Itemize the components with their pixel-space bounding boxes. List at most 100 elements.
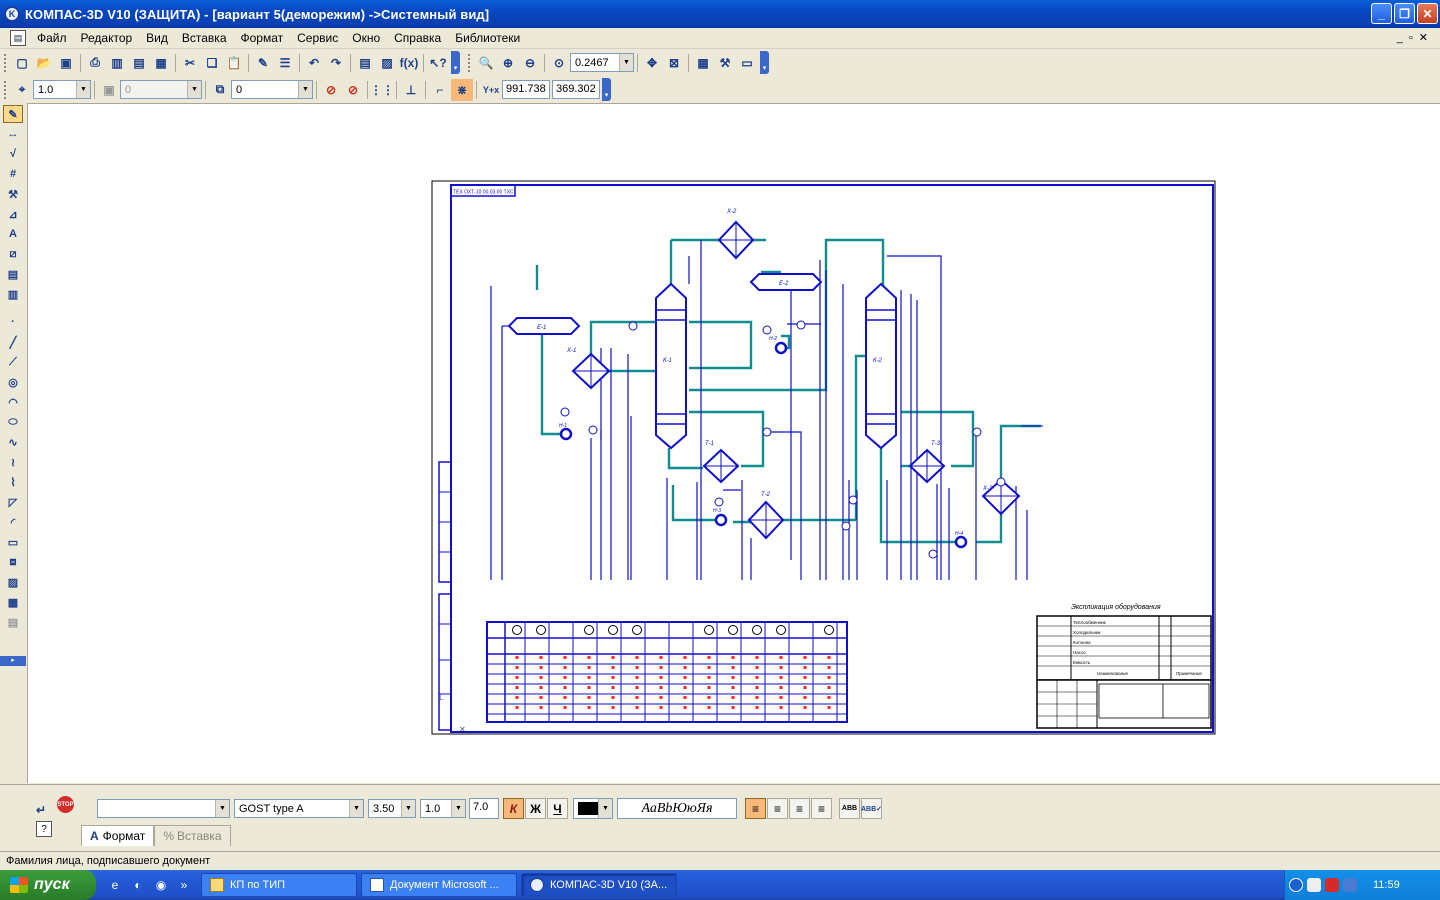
step-field[interactable]: 7.0 [469, 798, 499, 819]
zoom-window-icon[interactable]: 🔍 [478, 55, 494, 70]
grid-icon[interactable]: ⋮⋮ [370, 82, 394, 97]
media-quicklaunch-icon[interactable]: ◐ [134, 878, 142, 892]
library-manager-icon[interactable]: ▨ [381, 55, 393, 70]
network-icon[interactable] [1307, 878, 1321, 892]
toolbar-options-arrow[interactable]: ▾ [451, 51, 460, 74]
menu-view[interactable]: Вид [146, 31, 168, 45]
local-cs-icon[interactable]: ⊥ [405, 82, 417, 97]
show-all-icon[interactable]: ⊠ [668, 55, 680, 70]
task-kompas[interactable]: КОМПАС-3D V10 (ЗА... [521, 873, 677, 897]
polyline-icon[interactable]: ⌇ [10, 476, 16, 489]
width-factor-combo[interactable]: 1.0 ▼ [420, 799, 466, 818]
measure-panel-icon[interactable]: ⊿ [8, 208, 18, 221]
antivirus-icon[interactable] [1325, 878, 1339, 892]
stop-icon[interactable]: STOP [57, 796, 74, 813]
paste-icon[interactable]: 📋 [226, 55, 242, 70]
chevron-down-icon[interactable]: ▼ [215, 800, 229, 817]
coord-y-field[interactable]: 369.302 [552, 80, 600, 99]
align-center-icon[interactable]: ≡ [767, 798, 788, 819]
menu-format[interactable]: Формат [240, 31, 284, 45]
chamfer-icon[interactable]: ◸ [8, 496, 18, 509]
contour-icon[interactable]: ⧈ [9, 555, 17, 568]
ortho-mode-icon[interactable]: ⌐ [436, 82, 444, 97]
chevron-down-icon[interactable]: ▼ [349, 800, 363, 817]
reports-panel-icon[interactable]: ▥ [7, 288, 19, 301]
menu-insert[interactable]: Вставка [181, 31, 227, 45]
toolbar-options-arrow[interactable]: ▾ [760, 51, 769, 74]
mdi-window-controls[interactable]: _▫✕ [1396, 32, 1434, 44]
back-arrow-icon[interactable] [1289, 878, 1303, 892]
close-button[interactable]: ✕ [1417, 3, 1438, 24]
chevron-down-icon[interactable]: ▼ [187, 81, 201, 98]
chevron-down-icon[interactable]: ▼ [451, 800, 465, 817]
circle-icon[interactable]: ◎ [8, 376, 18, 389]
cursor-step-combo[interactable]: 1.0 ▼ [33, 80, 91, 99]
zoom-in-icon[interactable]: ⊕ [502, 55, 514, 70]
chevron-down-icon[interactable]: ▼ [298, 81, 312, 98]
collection-icon[interactable]: ▤ [7, 616, 19, 629]
task-folder[interactable]: КП по ТИП [201, 873, 357, 897]
menu-window[interactable]: Окно [352, 31, 381, 45]
geometry-panel-icon[interactable]: ✎ [3, 105, 23, 123]
layer-number-combo[interactable]: 0 ▼ [231, 80, 313, 99]
manager-icon[interactable]: ▤ [359, 55, 371, 70]
enter-icon[interactable]: ↵ [36, 803, 47, 817]
display-mode-icon[interactable]: ▭ [741, 55, 753, 70]
print-icon[interactable]: ⎙ [90, 55, 100, 69]
drawing-workspace[interactable]: ТЕХ ОХТ-10 00.03.00 ТХС [27, 103, 1440, 783]
copy-icon[interactable]: ❏ [206, 55, 218, 70]
font-height-combo[interactable]: 3.50 ▼ [368, 799, 416, 818]
menu-file[interactable]: Файл [37, 31, 67, 45]
restore-button[interactable]: ❐ [1394, 3, 1415, 24]
start-button[interactable]: пуск [0, 870, 96, 900]
chevron-down-icon[interactable]: ▼ [619, 54, 633, 71]
spellcheck-auto-icon[interactable]: ABB✓ [861, 798, 882, 819]
layers-icon[interactable]: ⚒ [719, 55, 731, 70]
auxiliary-line-icon[interactable]: ╱ [9, 336, 17, 349]
arc-icon[interactable]: ◠ [8, 396, 18, 409]
associative-views-icon[interactable]: ⧄ [9, 247, 17, 260]
help-icon[interactable]: ? [36, 821, 52, 837]
window-list-icon[interactable]: ▦ [155, 55, 167, 70]
spec-panel-icon[interactable]: ▤ [7, 268, 19, 281]
save-icon[interactable]: ▣ [60, 55, 72, 70]
tray-app-icon[interactable] [1343, 878, 1357, 892]
parametrization-panel-icon[interactable]: # [9, 168, 17, 180]
cut-icon[interactable]: ✂ [184, 55, 196, 70]
variables-fx-icon[interactable]: f(x) [399, 55, 419, 70]
refresh-icon[interactable]: ▦ [697, 55, 709, 70]
new-document-icon[interactable]: ▢ [16, 55, 28, 70]
rounding-icon[interactable]: ⋇ [451, 78, 473, 101]
bold-button[interactable]: Ж [525, 798, 546, 819]
view-state-icon[interactable]: ▣ [103, 82, 115, 97]
toolbar-grip[interactable] [4, 80, 8, 99]
print-preview-icon[interactable]: ▥ [111, 55, 123, 70]
spline-icon[interactable]: ∿ [8, 436, 18, 449]
select-panel-icon[interactable]: A [9, 228, 17, 240]
align-left-icon[interactable]: ≡ [745, 798, 766, 819]
snap-settings-icon[interactable]: ⊘ [347, 82, 359, 97]
menu-help[interactable]: Справка [394, 31, 442, 45]
help-pointer-icon[interactable]: ↖? [429, 55, 447, 70]
task-word-document[interactable]: Документ Microsoft ... [361, 873, 517, 897]
toolbar-grip[interactable] [4, 53, 8, 72]
panel-options-arrow[interactable]: ▸ [0, 656, 26, 666]
dimensions-panel-icon[interactable]: ↔ [7, 128, 19, 140]
rectangle-icon[interactable]: ▭ [7, 536, 19, 549]
point-icon[interactable]: · [11, 316, 15, 328]
copy-properties-icon[interactable]: ✎ [257, 55, 269, 70]
toolbar-options-arrow[interactable]: ▾ [602, 78, 611, 101]
kompas-app-icon[interactable]: K [4, 6, 20, 22]
ellipse-icon[interactable]: ⬭ [8, 415, 18, 428]
view-number-combo[interactable]: 0 ▼ [120, 80, 202, 99]
quicklaunch-more-icon[interactable]: » [180, 878, 188, 892]
underline-button[interactable]: Ч [547, 798, 568, 819]
chevron-down-icon[interactable]: ▼ [76, 81, 90, 98]
coord-x-field[interactable]: 991.738 [502, 80, 550, 99]
properties-icon[interactable]: ☰ [279, 55, 291, 70]
curve-icon[interactable]: ≀ [10, 456, 16, 469]
document-menu-icon[interactable]: ▤ [10, 30, 26, 46]
fill-icon[interactable]: ▩ [7, 596, 19, 609]
chevron-down-icon[interactable]: ▼ [401, 800, 415, 817]
snap-magnet-icon[interactable]: ⊘ [325, 82, 337, 97]
